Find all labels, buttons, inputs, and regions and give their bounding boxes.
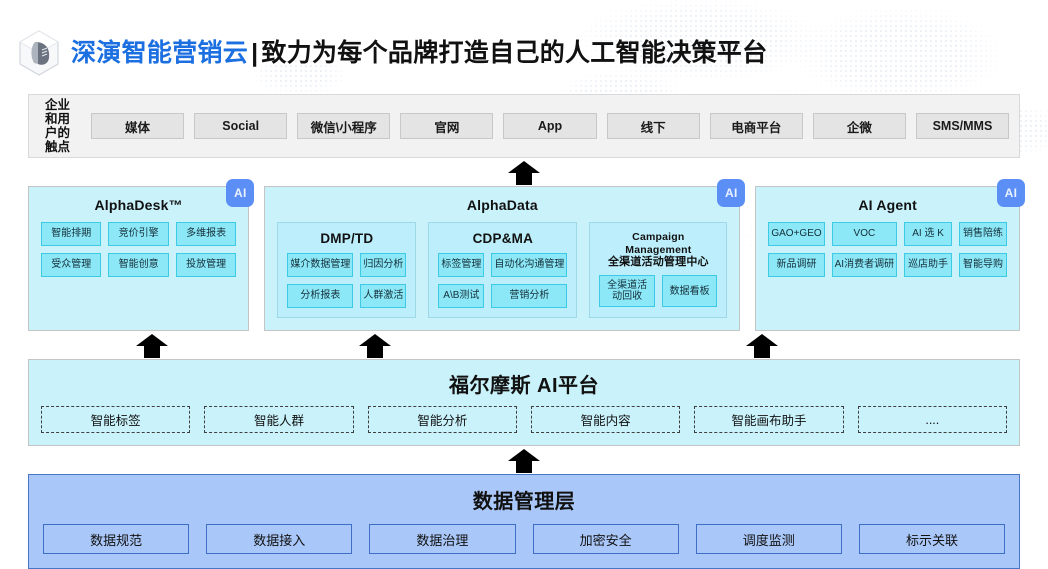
group-title-cn: 全渠道活动管理中心: [607, 256, 709, 269]
data-management-chip[interactable]: 数据规范: [43, 524, 190, 554]
touchpoints-strip: 企业和用户的触点 媒体 Social 微信\小程序 官网 App 线下 电商平台…: [28, 94, 1020, 158]
touchpoint-chip[interactable]: 线下: [606, 113, 700, 139]
platform-title: 福尔摩斯 AI平台: [448, 375, 600, 397]
title-separator: |: [251, 38, 259, 67]
ai-badge-icon: AI: [226, 179, 255, 207]
data-management-band: 数据管理层 数据规范 数据接入 数据治理 加密安全 调度监测 标示关联: [28, 474, 1020, 569]
page-tagline: 致力为每个品牌打造自己的人工智能决策平台: [261, 38, 768, 67]
data-management-chip[interactable]: 标示关联: [858, 524, 1006, 554]
group-title-cdp-ma: CDP&MA: [472, 231, 534, 246]
data-management-chip[interactable]: 加密安全: [532, 524, 679, 554]
campaign-management-cell[interactable]: 全渠道活动回收: [599, 275, 655, 308]
group-title-campaign-management: Campaign Management 全渠道活动管理中心: [599, 231, 717, 269]
cdp-ma-cell[interactable]: A\B测试: [438, 284, 485, 308]
ai-agent-cell[interactable]: 新品调研: [768, 253, 825, 277]
group-title-en: Campaign Management: [625, 231, 692, 256]
group-dmp-td: DMP/TD 媒介数据管理 归因分析 分析报表 人群激活: [277, 222, 417, 318]
up-arrow-icon: [746, 334, 779, 358]
ai-badge-icon: AI: [997, 179, 1025, 207]
data-management-items: 数据规范 数据接入 数据治理 加密安全 调度监测 标示关联: [43, 524, 1006, 554]
panel-title-ai-agent: AI Agent: [858, 197, 917, 213]
platform-band: 福尔摩斯 AI平台 智能标签 智能人群 智能分析 智能内容 智能画布助手 ...…: [28, 359, 1020, 446]
group-title-dmp-td: DMP/TD: [320, 231, 374, 246]
data-management-chip[interactable]: 数据接入: [206, 524, 353, 554]
alphadesk-cell[interactable]: 智能创意: [108, 253, 169, 277]
touchpoints-list: 媒体 Social 微信\小程序 官网 App 线下 电商平台 企微 SMS/M…: [81, 113, 1009, 139]
touchpoint-chip[interactable]: 官网: [400, 113, 494, 139]
ai-agent-cell[interactable]: 智能导购: [959, 253, 1007, 277]
alphadesk-cell[interactable]: 多维报表: [175, 222, 237, 246]
hex-cube-logo-icon: [19, 30, 59, 76]
page-header: 深演智能营销云|致力为每个品牌打造自己的人工智能决策平台: [0, 0, 1048, 80]
ai-agent-cells: GAO+GEO VOC AI 选 K 销售陪练 新品调研 AI消费者调研 巡店助…: [768, 222, 1007, 277]
ai-agent-cell[interactable]: AI消费者调研: [831, 253, 898, 277]
campaign-management-cells: 全渠道活动回收 数据看板: [599, 275, 718, 308]
ai-agent-cell[interactable]: 销售陪练: [959, 222, 1007, 246]
cdp-ma-cell[interactable]: 标签管理: [438, 253, 485, 277]
ai-agent-cell[interactable]: GAO+GEO: [768, 222, 825, 246]
touchpoint-chip[interactable]: 企微: [812, 113, 906, 139]
alphadesk-cell[interactable]: 竞价引擎: [108, 222, 169, 246]
up-arrow-icon: [508, 449, 540, 473]
dmp-td-cell[interactable]: 媒介数据管理: [287, 253, 354, 277]
product-layer: AI AlphaDesk™ 智能排期 竞价引擎 多维报表 受众管理 智能创意 投…: [28, 179, 1025, 331]
touchpoints-label: 企业和用户的触点: [45, 98, 71, 154]
touchpoint-chip[interactable]: SMS/MMS: [915, 113, 1009, 139]
cdp-ma-cells: 标签管理 自动化沟通管理 A\B测试 营销分析: [438, 253, 568, 308]
ai-agent-cell[interactable]: VOC: [831, 222, 898, 246]
platform-chip[interactable]: 智能内容: [530, 406, 681, 433]
dmp-td-cell[interactable]: 归因分析: [360, 253, 407, 277]
ai-agent-cell[interactable]: 巡店助手: [904, 253, 953, 277]
dmp-td-cell[interactable]: 人群激活: [360, 284, 407, 308]
alphadesk-cell[interactable]: 智能排期: [41, 222, 102, 246]
data-management-chip[interactable]: 数据治理: [369, 524, 516, 554]
panel-title-alphadata: AlphaData: [466, 197, 538, 213]
platform-chip[interactable]: 智能画布助手: [694, 406, 844, 433]
data-management-title: 数据管理层: [472, 491, 576, 513]
group-cdp-ma: CDP&MA 标签管理 自动化沟通管理 A\B测试 营销分析: [428, 222, 578, 318]
platform-chip[interactable]: 智能人群: [204, 406, 354, 433]
up-arrow-icon: [359, 334, 392, 358]
alphadesk-cells: 智能排期 竞价引擎 多维报表 受众管理 智能创意 投放管理: [41, 222, 237, 277]
ai-badge-icon: AI: [717, 179, 746, 207]
arrow-row-to-platform: [28, 446, 1020, 474]
dmp-td-cells: 媒介数据管理 归因分析 分析报表 人群激活: [287, 253, 407, 308]
platform-chip[interactable]: ....: [857, 406, 1007, 433]
platform-chip[interactable]: 智能分析: [367, 406, 517, 433]
group-campaign-management: Campaign Management 全渠道活动管理中心 全渠道活动回收 数据…: [589, 222, 728, 318]
cdp-ma-cell[interactable]: 自动化沟通管理: [491, 253, 568, 277]
touchpoint-chip[interactable]: 电商平台: [709, 113, 803, 139]
panel-alphadata: AI AlphaData DMP/TD 媒介数据管理 归因分析 分析报表 人群激…: [264, 179, 746, 331]
arrow-row-to-products: [28, 331, 1020, 359]
campaign-management-cell[interactable]: 数据看板: [661, 275, 718, 308]
up-arrow-icon: [136, 334, 168, 358]
panel-ai-agent: AI AI Agent GAO+GEO VOC AI 选 K 销售陪练 新品调研…: [755, 179, 1025, 331]
page-title: 深演智能营销云|致力为每个品牌打造自己的人工智能决策平台: [71, 38, 768, 67]
touchpoint-chip[interactable]: 微信\小程序: [297, 113, 391, 139]
touchpoint-chip[interactable]: 媒体: [91, 113, 185, 139]
alphadata-groups: DMP/TD 媒介数据管理 归因分析 分析报表 人群激活 CDP&MA 标签管理…: [277, 222, 728, 318]
alphadesk-cell[interactable]: 投放管理: [175, 253, 237, 277]
alphadesk-cell[interactable]: 受众管理: [41, 253, 102, 277]
touchpoint-chip[interactable]: App: [503, 113, 597, 139]
data-management-chip[interactable]: 调度监测: [695, 524, 842, 554]
ai-agent-cell[interactable]: AI 选 K: [904, 222, 953, 246]
brand-name: 深演智能营销云: [71, 38, 249, 67]
platform-chip[interactable]: 智能标签: [41, 406, 191, 433]
panel-alphadesk: AI AlphaDesk™ 智能排期 竞价引擎 多维报表 受众管理 智能创意 投…: [28, 179, 255, 331]
platform-items: 智能标签 智能人群 智能分析 智能内容 智能画布助手 ....: [41, 406, 1007, 433]
touchpoint-chip[interactable]: Social: [194, 113, 288, 139]
cdp-ma-cell[interactable]: 营销分析: [491, 284, 568, 308]
up-arrow-icon: [508, 161, 540, 185]
arrow-row-to-touchpoints: [28, 158, 1020, 186]
dmp-td-cell[interactable]: 分析报表: [287, 284, 354, 308]
panel-title-alphadesk: AlphaDesk™: [94, 197, 183, 213]
